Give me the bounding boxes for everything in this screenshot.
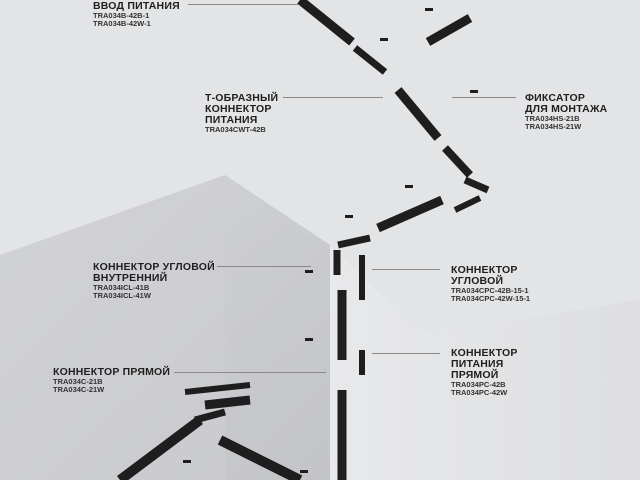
label-title: ПРЯМОЙ — [451, 369, 499, 381]
label-title: КОННЕКТОР — [205, 103, 272, 115]
label-straight-connector: КОННЕКТОР ПРЯМОЙ TRA034C-21B TRA034C-21W — [53, 367, 170, 394]
label-title: КОННЕКТОР — [451, 347, 518, 359]
label-title: ВВОД ПИТАНИЯ — [93, 0, 180, 12]
label-code: TRA034HS-21B — [525, 114, 580, 123]
label-t-connector: Т-ОБРАЗНЫЙ КОННЕКТОР ПИТАНИЯ TRA034CWT-4… — [205, 93, 278, 134]
leader-line — [174, 372, 326, 373]
label-corner-connector: КОННЕКТОР УГЛОВОЙ TRA034CPC-42B-15-1 TRA… — [451, 265, 530, 303]
label-inner-corner-connector: КОННЕКТОР УГЛОВОЙ ВНУТРЕННИЙ TRA034ICL-4… — [93, 262, 215, 300]
label-code: TRA034CPC-42B-15-1 — [451, 286, 529, 295]
label-title: КОННЕКТОР — [451, 264, 518, 276]
label-title: ПИТАНИЯ — [205, 114, 258, 126]
label-straight-power-connector: КОННЕКТОР ПИТАНИЯ ПРЯМОЙ TRA034PC-42B TR… — [451, 348, 518, 397]
label-code: TRA034PC-42W — [451, 388, 508, 397]
label-mounting-clip: ФИКСАТОР ДЛЯ МОНТАЖА TRA034HS-21B TRA034… — [525, 93, 607, 131]
leader-line — [372, 353, 440, 354]
label-code: TRA034ICL-41B — [93, 283, 150, 292]
label-code: TRA034CWT-42B — [205, 125, 266, 134]
label-title: КОННЕКТОР УГЛОВОЙ — [93, 261, 215, 273]
label-title: УГЛОВОЙ — [451, 275, 504, 287]
label-code: TRA034ICL-41W — [93, 291, 151, 300]
label-code: TRA034C-21B — [53, 377, 103, 386]
leader-line — [372, 269, 440, 270]
right-wall — [330, 245, 640, 480]
label-power-input: ВВОД ПИТАНИЯ TRA034B-42B-1 TRA034B-42W-1 — [93, 1, 180, 28]
label-code: TRA034CPC-42W-15-1 — [451, 294, 531, 303]
leader-line — [188, 4, 298, 5]
floor-shadow — [0, 175, 225, 480]
label-title: ФИКСАТОР — [525, 92, 586, 104]
label-title: ВНУТРЕННИЙ — [93, 272, 168, 284]
leader-line — [283, 97, 383, 98]
label-title: Т-ОБРАЗНЫЙ — [205, 92, 279, 104]
label-title: ПИТАНИЯ — [451, 358, 504, 370]
track-segments — [117, 0, 490, 480]
label-title: ДЛЯ МОНТАЖА — [525, 103, 608, 115]
leader-line — [217, 266, 311, 267]
label-title: КОННЕКТОР ПРЯМОЙ — [53, 366, 171, 378]
label-code: TRA034HS-21W — [525, 122, 582, 131]
mounting-clips — [183, 8, 478, 473]
label-code: TRA034PC-42B — [451, 380, 506, 389]
label-code: TRA034C-21W — [53, 385, 105, 394]
label-code: TRA034B-42B-1 — [93, 11, 150, 20]
label-code: TRA034B-42W-1 — [93, 19, 151, 28]
leader-line — [452, 97, 516, 98]
